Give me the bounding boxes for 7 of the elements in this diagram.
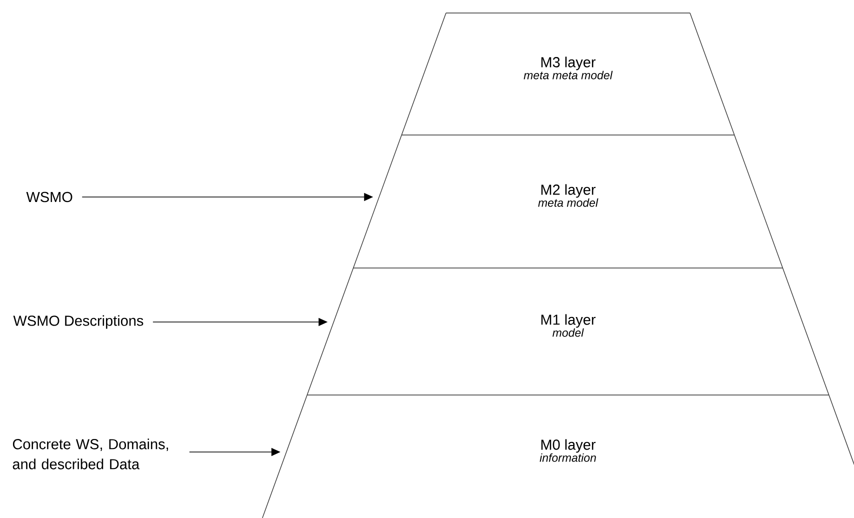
layer-label: WSMO Descriptions [13,315,144,329]
layer-band: M1 layer model [306,268,830,396]
layer-band: M3 layer meta meta model [401,12,735,136]
layer-band: M2 layer meta model [352,134,784,268]
layer-label: Concrete WS, Domains, and described Data [12,438,168,470]
layer-band: M0 layer information [262,394,854,518]
layer-label: WSMO [26,192,72,202]
